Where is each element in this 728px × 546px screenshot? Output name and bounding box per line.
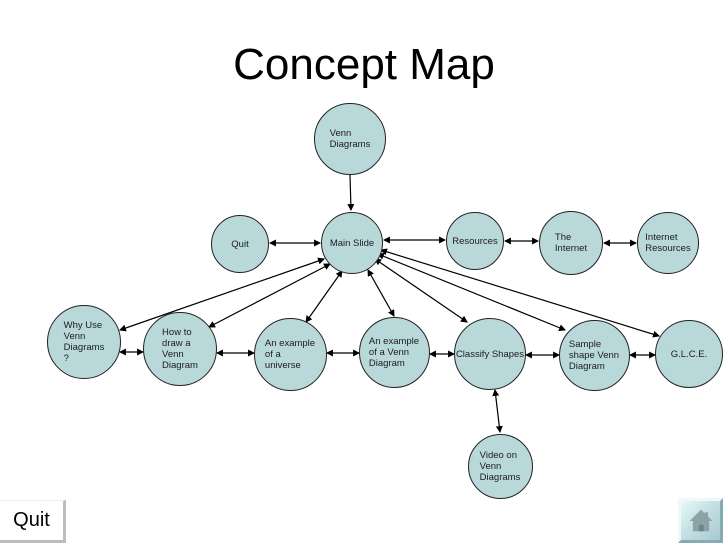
node-label-an-example-of-a-venn-diagram: An example of a Venn Diagram: [368, 335, 420, 369]
node-quit[interactable]: Quit: [211, 215, 269, 273]
edge-main-slide--classify-shapes: [374, 258, 468, 323]
edge-venn-diagrams--main-slide: [347, 174, 355, 212]
node-an-example-of-a-venn-diagram[interactable]: An example of a Venn Diagram: [358, 316, 430, 388]
edge-main-slide--how-to-draw-a-venn-diagram: [208, 263, 331, 328]
edge-classify-shapes--video-on-venn-diagrams: [492, 388, 503, 434]
quit-button[interactable]: Quit: [0, 500, 66, 543]
home-icon: [688, 508, 714, 534]
edge-main-slide--glce: [379, 248, 661, 338]
node-label-the-internet: The Internet: [554, 232, 588, 254]
node-sample-shape-venn-diagram[interactable]: Sample shape Venn Diagram: [558, 319, 630, 391]
node-glce[interactable]: G.L.C.E.: [655, 320, 723, 388]
edge-main-slide--an-example-of-a-universe: [305, 270, 343, 323]
node-the-internet[interactable]: The Internet: [539, 211, 603, 275]
slide-title: Concept Map: [233, 40, 495, 89]
node-how-to-draw-a-venn-diagram[interactable]: How to draw a Venn Diagram: [143, 312, 217, 386]
node-internet-resources[interactable]: Internet Resources: [637, 212, 699, 274]
node-label-classify-shapes: Classify Shapes: [455, 348, 525, 360]
node-label-main-slide: Main Slide: [329, 237, 375, 249]
node-resources[interactable]: Resources: [446, 212, 504, 270]
node-label-internet-resources: Internet Resources: [645, 232, 691, 254]
node-label-venn-diagrams: Venn Diagrams: [329, 128, 371, 150]
node-label-quit: Quit: [231, 238, 249, 250]
node-label-why-use-venn-diagrams: Why Use Venn Diagrams ?: [63, 320, 105, 364]
node-label-how-to-draw-a-venn-diagram: How to draw a Venn Diagram: [162, 327, 198, 371]
node-classify-shapes[interactable]: Classify Shapes: [454, 318, 526, 390]
home-button[interactable]: [678, 498, 723, 543]
node-an-example-of-a-universe[interactable]: An example of a universe: [253, 317, 327, 391]
node-label-video-on-venn-diagrams: Video on Venn Diagrams: [479, 449, 521, 483]
quit-button-label: Quit: [13, 509, 50, 531]
node-label-resources: Resources: [452, 235, 498, 247]
node-label-an-example-of-a-universe: An example of a universe: [264, 337, 316, 371]
node-video-on-venn-diagrams[interactable]: Video on Venn Diagrams: [467, 433, 533, 499]
edge-main-slide--an-example-of-a-venn-diagram: [367, 269, 395, 317]
node-main-slide[interactable]: Main Slide: [321, 212, 383, 274]
node-venn-diagrams[interactable]: Venn Diagrams: [314, 103, 386, 175]
node-label-sample-shape-venn-diagram: Sample shape Venn Diagram: [568, 338, 620, 372]
node-label-glce: G.L.C.E.: [670, 348, 708, 360]
node-why-use-venn-diagrams[interactable]: Why Use Venn Diagrams ?: [47, 305, 121, 379]
